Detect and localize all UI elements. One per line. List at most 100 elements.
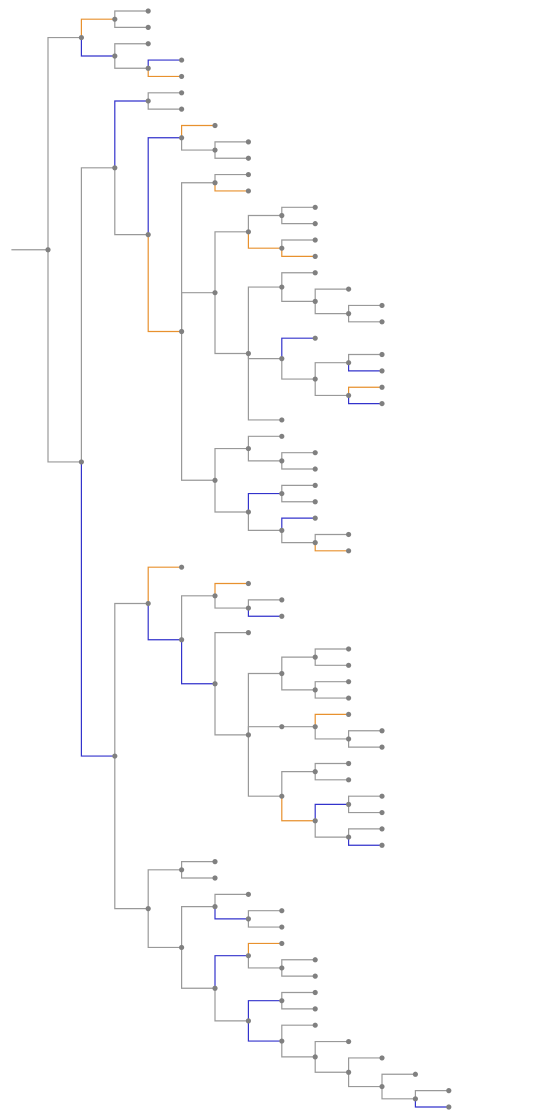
tree-branch: [214, 231, 249, 294]
tree-branch: [348, 304, 383, 315]
internal-node: [245, 953, 251, 959]
tree-branch: [314, 362, 350, 380]
leaf-node: [312, 515, 318, 521]
internal-node: [312, 687, 318, 693]
tree-branch: [314, 533, 350, 544]
tree-branch: [147, 59, 183, 69]
leaf-node: [346, 679, 352, 685]
leaf-node: [346, 711, 352, 718]
tree-branch: [348, 1057, 383, 1073]
tree-branch: [281, 452, 316, 462]
tree-branch: [314, 689, 350, 699]
tree-branch: [181, 182, 216, 333]
leaf-node: [312, 1006, 318, 1012]
tree-branch: [147, 566, 183, 605]
tree-branch: [314, 648, 350, 658]
leaf-node: [446, 1104, 452, 1110]
tree-branch: [281, 484, 316, 495]
internal-node: [112, 753, 118, 759]
leaf-node: [379, 728, 385, 734]
internal-node: [245, 1018, 251, 1024]
tree-branch: [348, 362, 383, 372]
internal-node: [145, 65, 151, 71]
tree-branch: [314, 820, 350, 838]
internal-node: [346, 1069, 352, 1075]
leaf-node: [346, 662, 352, 668]
leaf-node: [279, 908, 285, 914]
tree-branch: [281, 795, 316, 822]
tree-branch: [214, 292, 249, 355]
tree-branch: [314, 762, 350, 773]
tree-branch: [414, 1098, 450, 1108]
tree-branch: [247, 214, 283, 233]
tree-branch: [247, 910, 283, 920]
tree-branch: [147, 137, 183, 236]
tree-branch: [314, 681, 350, 691]
tree-branch: [181, 330, 216, 481]
leaf-node: [446, 1088, 452, 1094]
tree-branch: [314, 656, 350, 666]
leaf-node: [312, 989, 318, 996]
tree-branch: [80, 167, 116, 463]
tree-branch: [214, 987, 249, 1022]
internal-node: [346, 392, 352, 399]
internal-node: [212, 904, 218, 910]
tree-branch: [281, 286, 316, 302]
internal-node: [212, 477, 218, 483]
internal-node: [279, 998, 285, 1004]
tree-branch: [181, 595, 216, 641]
leaf-node: [312, 270, 318, 276]
internal-node: [245, 509, 251, 515]
leaf-node: [312, 204, 318, 210]
internal-node: [346, 736, 352, 742]
leaf-node: [312, 335, 318, 341]
tree-branch: [147, 869, 183, 910]
leaf-node: [379, 744, 385, 750]
internal-node: [279, 284, 285, 290]
tree-branch: [281, 967, 316, 977]
leaf-node: [312, 482, 318, 488]
leaf-node: [212, 122, 218, 129]
leaf-node: [279, 597, 285, 603]
leaf-node: [312, 253, 318, 259]
tree-branch: [381, 1085, 416, 1100]
internal-node: [78, 34, 84, 41]
tree-branch: [181, 137, 216, 151]
tree-branch: [281, 991, 316, 1002]
tree-branch: [314, 726, 350, 740]
leaf-node: [312, 466, 318, 472]
tree-branch: [247, 352, 283, 421]
leaf-node: [312, 450, 318, 456]
tree-branch: [214, 893, 249, 908]
tree-branch: [147, 908, 183, 949]
tree-branch: [214, 173, 249, 184]
tree-branch: [281, 656, 316, 675]
tree-branch: [414, 1090, 450, 1100]
leaf-node: [179, 106, 185, 112]
tree-branch: [214, 479, 249, 513]
leaf-node: [312, 973, 318, 979]
internal-node: [279, 245, 285, 251]
internal-node: [212, 147, 218, 153]
internal-node: [212, 593, 218, 599]
internal-node: [245, 350, 251, 357]
leaf-node: [179, 90, 185, 96]
tree-branch: [181, 946, 216, 989]
leaf-node: [212, 875, 218, 881]
tree-branch: [247, 447, 283, 462]
tree-branch: [348, 353, 383, 364]
internal-node: [346, 311, 352, 317]
tree-branch: [214, 632, 249, 685]
leaf-node: [379, 319, 385, 325]
leaf-node: [145, 24, 151, 30]
leaf-node: [279, 433, 285, 439]
leaf-node: [179, 73, 185, 80]
internal-node: [145, 600, 151, 607]
tree-branch: [281, 771, 316, 797]
tree-branch: [147, 67, 183, 78]
leaf-node: [145, 41, 151, 47]
internal-node: [312, 298, 318, 304]
leaf-node: [245, 188, 251, 194]
internal-node: [279, 490, 285, 497]
leaf-node: [245, 171, 251, 178]
